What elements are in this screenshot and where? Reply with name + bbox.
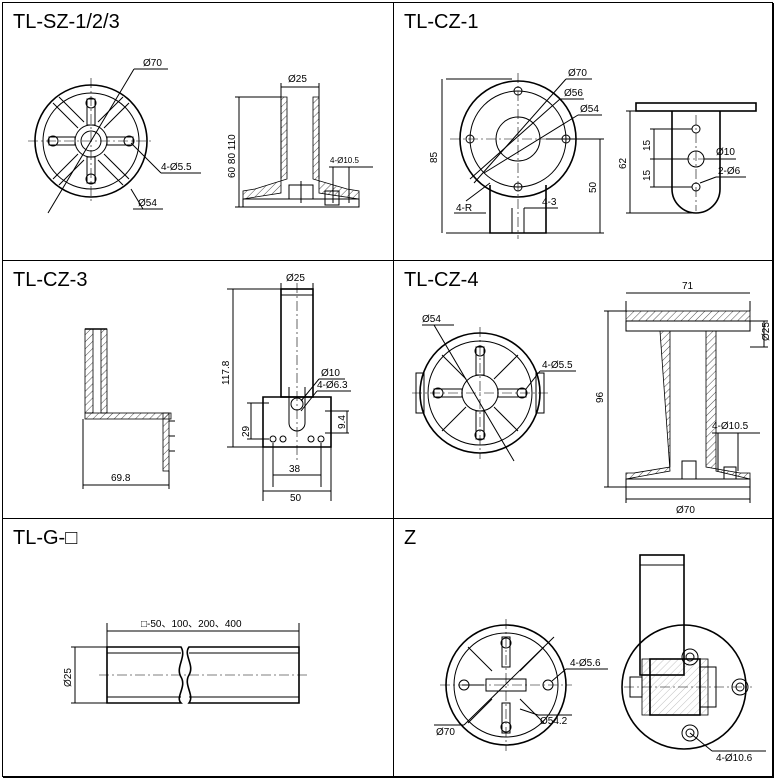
panel-tl-g: □-50、100、200、400 Ø25 TL-G-□ [3, 519, 394, 778]
tl-cz-4-d25: Ø25 [761, 322, 772, 341]
tl-cz-1-h15a: 15 [642, 139, 653, 151]
tl-cz-1-r: 4-R [456, 203, 472, 214]
tl-cz-1-h85: 85 [429, 151, 440, 163]
z-d70: Ø70 [436, 727, 455, 738]
panel-title: TL-CZ-3 [13, 269, 88, 291]
tl-cz-1-d54: Ø54 [580, 104, 599, 115]
tl-sz-side-view [235, 83, 373, 208]
tl-cz-4-drawing: Ø54 4-Ø5.5 [412, 281, 772, 516]
tl-sz-d70: Ø70 [143, 58, 162, 69]
tl-cz-4-d54: Ø54 [422, 314, 441, 325]
tl-cz-3-d25: Ø25 [286, 273, 305, 284]
tl-cz-4-h96: 96 [595, 391, 606, 403]
tl-cz-4-side-view [604, 292, 768, 503]
tl-cz-1-d70: Ø70 [568, 68, 587, 79]
tl-cz-1-side-view [626, 102, 757, 214]
tl-cz-3-h94: 9.4 [337, 415, 348, 429]
tl-cz-4-d70: Ø70 [676, 505, 695, 516]
z-top-view [434, 619, 608, 751]
tl-cz-1-h50: 50 [588, 181, 599, 193]
tl-cz-3-side-view [82, 328, 175, 489]
panel-tl-cz-1: Ø70 Ø56 Ø54 85 50 4-R 4-3 [394, 3, 774, 261]
tl-g-lengths: □-50、100、200、400 [141, 619, 242, 630]
tl-cz-3-d10: Ø10 [321, 368, 340, 379]
panel-title: TL-G-□ [13, 527, 78, 549]
panel-title: TL-CZ-4 [404, 269, 479, 291]
tl-cz-4-top-view [412, 324, 576, 462]
tl-g-pipe [71, 623, 307, 704]
tl-g-drawing: □-50、100、200、400 Ø25 [63, 619, 307, 704]
panel-tl-cz-3: 69.8 [3, 261, 394, 519]
panel-tl-cz-4: Ø54 4-Ø5.5 [394, 261, 774, 519]
tl-cz-1-drawing: Ø70 Ø56 Ø54 85 50 4-R 4-3 [429, 68, 757, 239]
panel-title: TL-CZ-1 [404, 11, 479, 33]
z-drawing: 4-Ø5.6 Ø70 Ø54.2 4-Ø10.6 [434, 554, 766, 764]
tl-cz-3-w50: 50 [290, 493, 302, 504]
panel-z: 4-Ø5.6 Ø70 Ø54.2 4-Ø10.6 Z [394, 519, 774, 778]
z-bottom-holes: 4-Ø10.6 [716, 753, 753, 764]
tl-sz-drawing: Ø70 4-Ø5.5 Ø54 [28, 58, 373, 214]
tl-cz-1-h15b: 15 [642, 169, 653, 181]
tl-cz-4-holes: 4-Ø5.5 [542, 360, 573, 371]
tl-cz-3-drawing: 69.8 [82, 273, 351, 504]
tl-sz-bottom-holes: 4-Ø10.5 [330, 156, 359, 165]
tl-cz-1-front-view [441, 73, 604, 239]
tl-sz-heights: 60 80 110 [227, 134, 238, 178]
tl-sz-top-view [28, 68, 201, 214]
tl-cz-3-h1178: 117.8 [221, 360, 232, 385]
tl-cz-3-w698: 69.8 [111, 473, 131, 484]
tl-cz-3-holes: 4-Ø6.3 [317, 380, 348, 391]
tl-g-d25: Ø25 [63, 668, 74, 687]
tl-sz-holes: 4-Ø5.5 [161, 162, 192, 173]
panel-title: TL-SZ-1/2/3 [13, 11, 120, 33]
z-holes: 4-Ø5.6 [570, 658, 601, 669]
tl-cz-1-d56: Ø56 [564, 88, 583, 99]
tl-cz-4-w71: 71 [682, 281, 694, 292]
tl-sz-d54: Ø54 [138, 198, 157, 209]
tl-cz-1-w43: 4-3 [542, 197, 557, 208]
tl-cz-3-h29: 29 [241, 425, 252, 437]
tl-cz-1-h62: 62 [618, 157, 629, 169]
tl-sz-d25: Ø25 [288, 74, 307, 85]
z-side-view [621, 554, 766, 752]
tl-cz-3-front-view [227, 283, 351, 501]
z-d542: Ø54.2 [540, 716, 568, 727]
tl-cz-4-bottom-holes: 4-Ø10.5 [712, 421, 749, 432]
panel-title: Z [404, 527, 417, 549]
tl-cz-1-d10: Ø10 [716, 147, 735, 158]
tl-cz-1-holes: 2-Ø6 [718, 166, 741, 177]
tl-cz-3-w38: 38 [289, 464, 301, 475]
panel-tl-sz: Ø70 4-Ø5.5 Ø54 [3, 3, 394, 261]
